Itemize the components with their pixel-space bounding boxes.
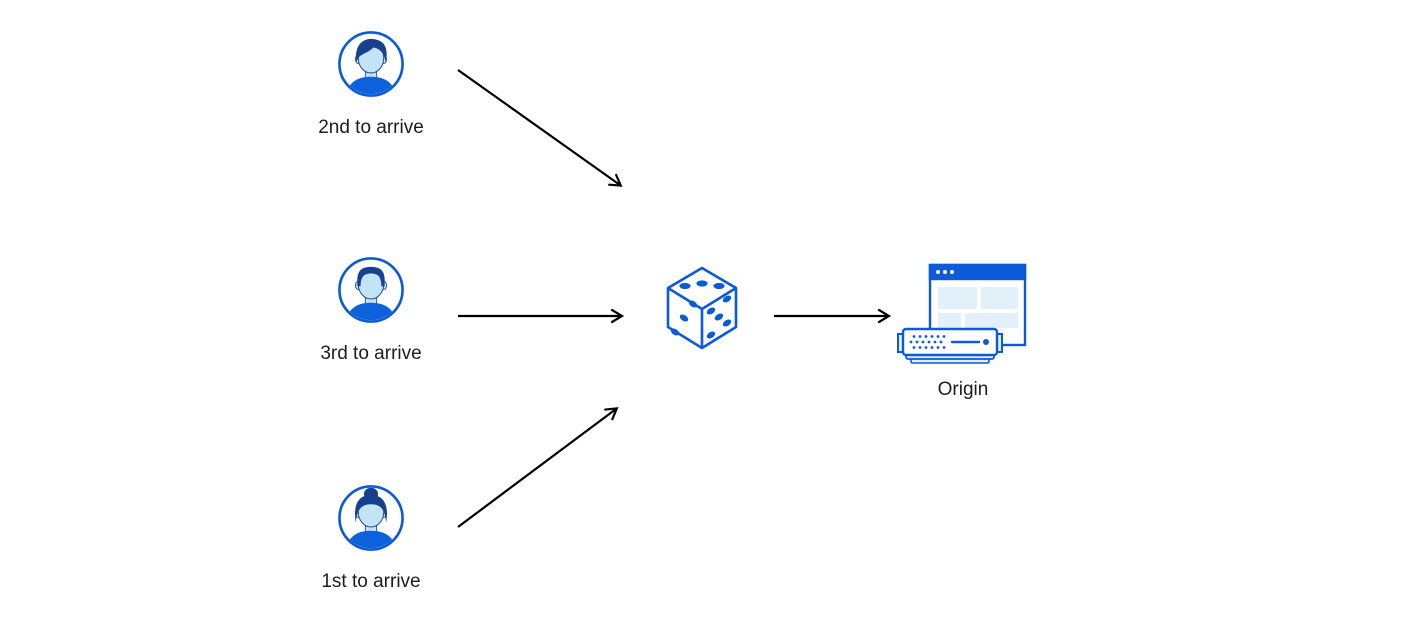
visitor-node-1st: 1st to arrive: [301, 484, 441, 592]
origin-label: Origin: [937, 379, 989, 400]
avatar-man-swept-hair-icon: [337, 30, 405, 98]
arrow-visitor1-to-dice: [457, 407, 619, 528]
arrow-visitor2-to-dice: [457, 69, 623, 187]
visitor-2nd-label: 2nd to arrive: [318, 117, 424, 138]
visitor-node-2nd: 2nd to arrive: [301, 30, 441, 138]
visitor-node-3rd: 3rd to arrive: [301, 256, 441, 364]
origin-server-icon: [893, 257, 1033, 367]
origin-node: Origin: [893, 257, 1033, 401]
avatar-woman-bun-icon: [337, 484, 405, 552]
dice-icon: [664, 264, 740, 352]
visitor-1st-label: 1st to arrive: [321, 571, 421, 592]
avatar-man-short-hair-icon: [337, 256, 405, 324]
visitor-3rd-label: 3rd to arrive: [320, 343, 422, 364]
